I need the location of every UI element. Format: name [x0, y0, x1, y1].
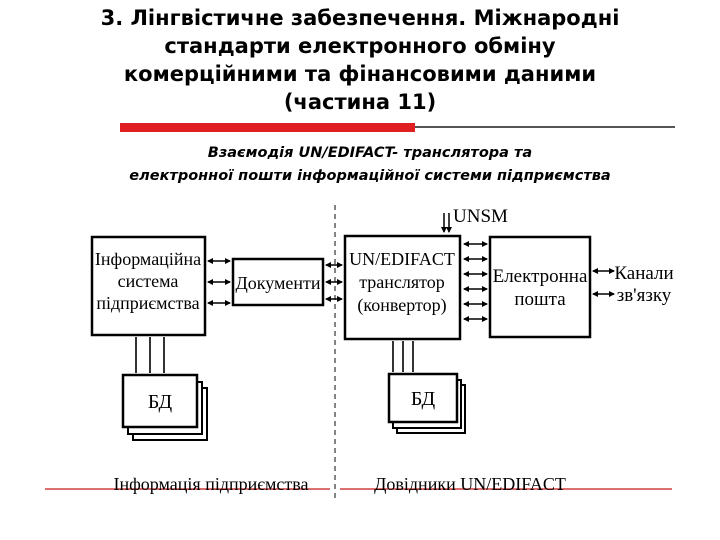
email-line-2: пошта	[514, 289, 566, 310]
footer-right-label: Довідники UN/EDIFACT	[374, 474, 566, 494]
info-system-line-2: система	[118, 271, 179, 291]
db-left-box	[121, 373, 199, 429]
documents-label: Документи	[235, 273, 320, 293]
slide-title: 3. Лінгвістичне забезпечення. Міжнародні…	[40, 4, 680, 116]
title-line-1: 3. Лінгвістичне забезпечення. Міжнародні	[100, 6, 620, 30]
email-box	[488, 235, 592, 339]
translator-line-1: UN/EDIFACT	[349, 249, 455, 269]
info-system-line-1: Інформаційна	[95, 249, 201, 269]
channels-line-1: Канали	[614, 263, 673, 284]
unsm-label: UNSM	[453, 206, 508, 227]
translator-line-3: (конвертор)	[357, 295, 446, 316]
db-left-label: БД	[148, 391, 173, 413]
db-right-label: БД	[411, 388, 436, 410]
subtitle-line-2: електронної пошти інформаційної системи …	[129, 168, 611, 184]
info-system-box	[90, 235, 207, 337]
translator-line-2: транслятор	[359, 272, 445, 292]
title-rule-red	[120, 123, 415, 132]
title-line-4: (частина 11)	[283, 90, 437, 114]
documents-box	[231, 257, 325, 307]
translator-box	[343, 234, 462, 341]
slide-subtitle: Взаємодія UN/EDIFACT- транслятора та еле…	[60, 142, 680, 188]
footer-left-label: Інформація підприємства	[114, 474, 309, 494]
title-line-3: комерційними та фінансовими даними	[123, 62, 597, 86]
db-right-box	[387, 372, 459, 424]
title-rule-gray	[415, 126, 675, 128]
email-line-1: Електронна	[493, 266, 588, 287]
info-system-line-3: підприємства	[96, 293, 199, 313]
channels-line-2: зв'язку	[617, 285, 672, 306]
title-line-2: стандарти електронного обміну	[164, 34, 556, 58]
subtitle-line-1: Взаємодія UN/EDIFACT- транслятора та	[207, 145, 533, 161]
